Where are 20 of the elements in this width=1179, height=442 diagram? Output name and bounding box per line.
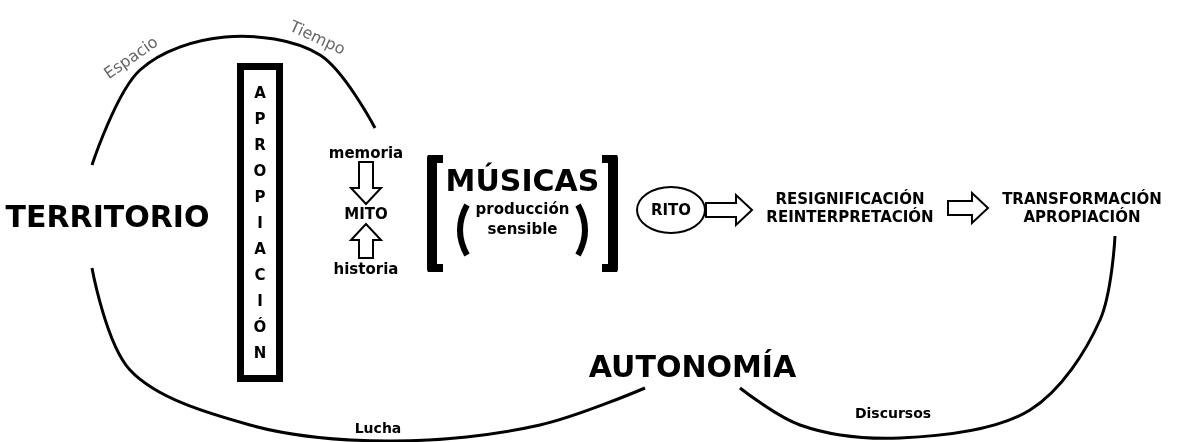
concept-label: TERRITORIO bbox=[5, 199, 210, 234]
concept-label: TRANSFORMACIÓN APROPIACIÓN bbox=[1001, 190, 1163, 226]
block-arrow bbox=[947, 190, 990, 226]
curved-line bbox=[739, 235, 1117, 440]
curved-line bbox=[90, 267, 646, 442]
concept-label: MITO bbox=[344, 205, 388, 223]
concept-label: AUTONOMÍA bbox=[588, 349, 797, 384]
heading-text: MÚSICAS bbox=[445, 163, 600, 199]
concept-label: RITO bbox=[650, 201, 692, 219]
curved-line bbox=[90, 34, 377, 166]
vertical-text: APROPIACIÓN bbox=[252, 82, 268, 364]
block-arrow bbox=[705, 192, 754, 228]
vertical-box bbox=[237, 63, 283, 382]
block-arrow bbox=[348, 222, 384, 259]
subtitle-text: producción sensible bbox=[474, 199, 571, 239]
concept-label: historia bbox=[333, 260, 399, 278]
ellipse bbox=[636, 186, 706, 234]
block-arrow bbox=[348, 161, 384, 206]
concept-label: RESIGNIFICACIÓN REINTERPRETACIÓN bbox=[765, 190, 935, 226]
concept-label: memoria bbox=[328, 144, 404, 162]
